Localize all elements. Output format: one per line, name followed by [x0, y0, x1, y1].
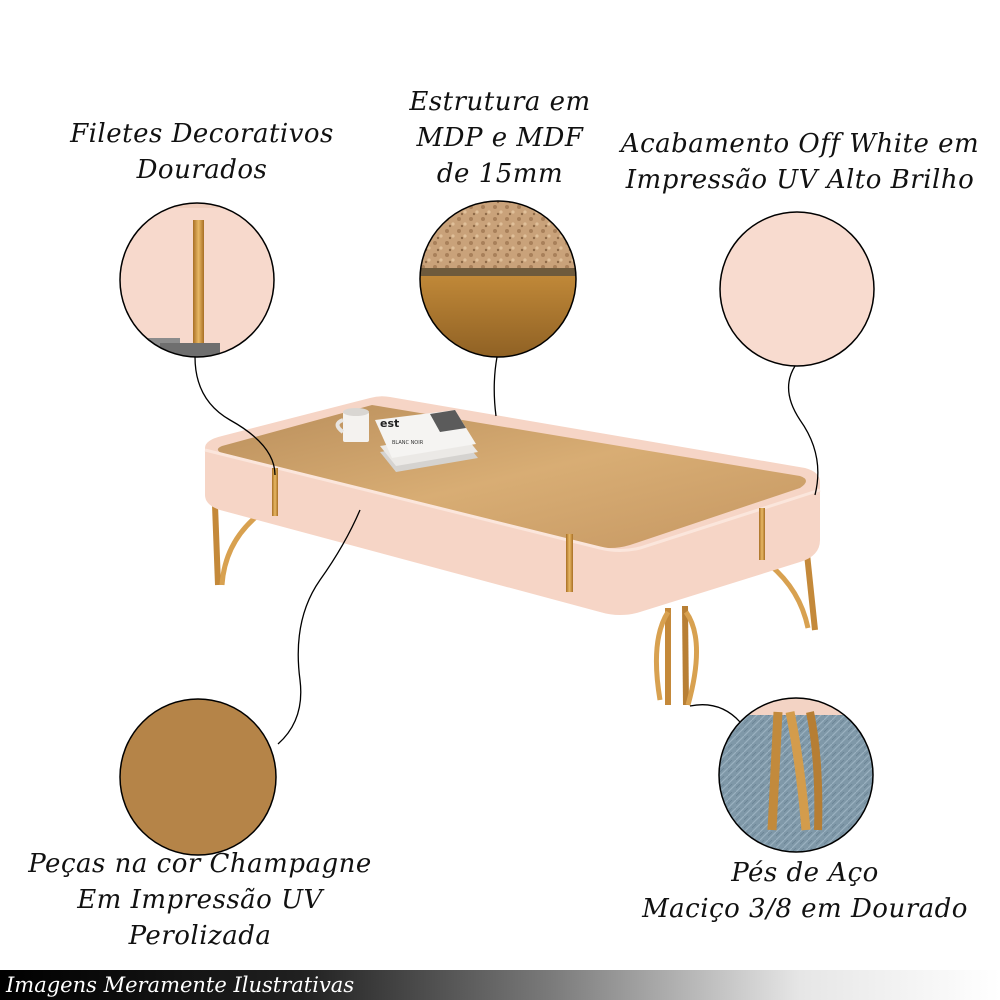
leader-line-filetes — [194, 356, 276, 476]
caption-line: MDP e MDF — [416, 123, 584, 153]
disclaimer-text: Imagens Meramente Ilustrativas — [6, 973, 355, 997]
leader-lines — [194, 356, 819, 745]
coffee-table — [204, 396, 821, 706]
caption-line: Maciço 3/8 em Dourado — [642, 894, 968, 924]
detail-circle-filetes — [119, 202, 275, 358]
caption-estrutura: Estrutura em MDP e MDF de 15mm — [395, 84, 605, 192]
caption-line: de 15mm — [436, 159, 564, 189]
footer-bar: Imagens Meramente Ilustrativas — [0, 970, 1000, 1000]
caption-line: Estrutura em — [409, 87, 591, 117]
leader-line-estrutura — [493, 356, 498, 417]
caption-line: Acabamento Off White em — [620, 129, 980, 159]
product-illustration: est BLANC NOIR — [119, 200, 875, 856]
caption-pes: Pés de Aço Maciço 3/8 em Dourado — [630, 855, 980, 927]
caption-line: Dourados — [136, 155, 268, 185]
caption-filetes: Filetes Decorativos Dourados — [62, 116, 342, 188]
caption-line: Filetes Decorativos — [70, 119, 334, 149]
caption-line: Impressão UV Alto Brilho — [625, 165, 975, 195]
mug — [335, 408, 369, 442]
caption-pecas: Peças na cor Champagne Em Impressão UV P… — [20, 846, 380, 954]
detail-circle-estrutura — [419, 200, 577, 358]
caption-line: Perolizada — [128, 921, 272, 951]
magazine-brand-text: BLANC NOIR — [392, 440, 424, 446]
leader-line-pes — [689, 704, 741, 723]
detail-circle-pecas — [119, 698, 277, 856]
magazine-cover-text: est — [380, 417, 399, 430]
caption-line: Em Impressão UV — [77, 885, 323, 915]
detail-circle-pes — [718, 697, 874, 853]
leader-line-acabamento — [788, 365, 819, 496]
detail-circle-acabamento — [719, 211, 875, 367]
caption-line: Pés de Aço — [731, 858, 879, 888]
magazines: est BLANC NOIR — [375, 410, 478, 472]
caption-acabamento: Acabamento Off White em Impressão UV Alt… — [620, 126, 980, 198]
leader-line-pecas — [277, 509, 361, 745]
